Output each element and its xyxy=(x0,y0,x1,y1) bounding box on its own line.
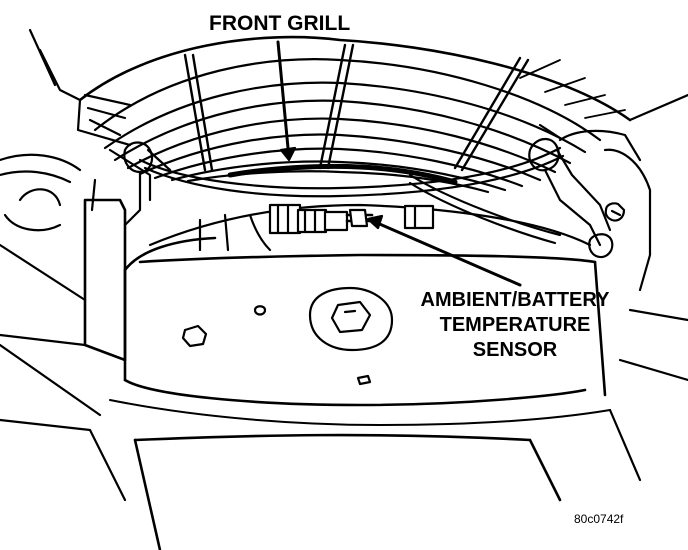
sensor-label: AMBIENT/BATTERY TEMPERATURE SENSOR xyxy=(395,288,635,363)
front-grill xyxy=(78,35,632,194)
panel-cavity xyxy=(148,203,592,252)
left-bolt xyxy=(181,324,208,348)
front-grill-leader xyxy=(276,40,297,162)
sensor-leader xyxy=(366,214,522,287)
sensor-label-line-3: SENSOR xyxy=(472,339,558,361)
wiring-harness xyxy=(138,146,565,252)
figure-code: 80c0742f xyxy=(574,512,624,526)
center-bolt xyxy=(308,286,394,352)
sensor-label-line-1: AMBIENT/BATTERY xyxy=(420,289,610,311)
right-support-bracket xyxy=(528,123,642,259)
grill-struts xyxy=(183,43,530,172)
right-fender xyxy=(603,93,688,482)
radiator-support-panel xyxy=(109,236,611,550)
left-fender xyxy=(0,153,127,502)
sensor-connector xyxy=(268,203,435,235)
sensor-label-line-2: TEMPERATURE xyxy=(439,314,591,336)
front-grill-label: FRONT GRILL xyxy=(209,12,351,35)
small-bolt xyxy=(253,305,372,386)
left-support-bracket xyxy=(28,28,172,227)
